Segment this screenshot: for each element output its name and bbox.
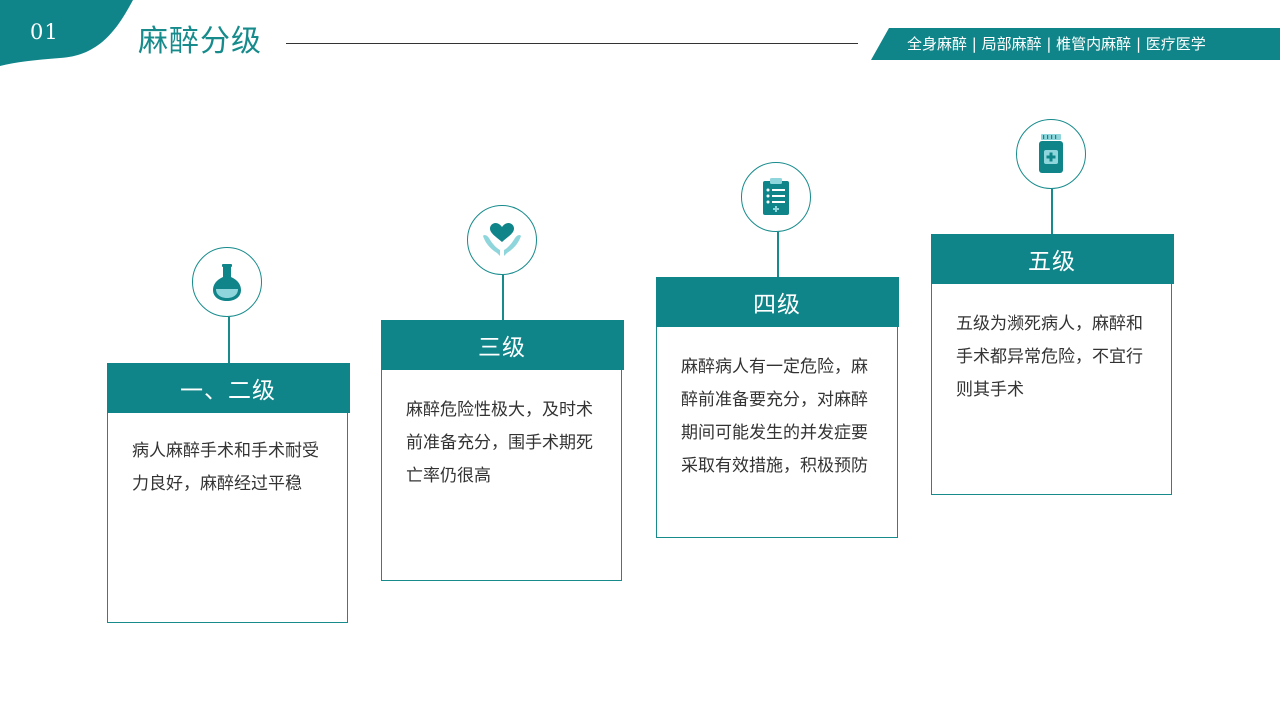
page-title: 麻醉分级 xyxy=(138,24,262,59)
connector-line xyxy=(777,232,779,277)
level-title: 四级 xyxy=(655,276,899,327)
flask-icon xyxy=(192,247,262,317)
level-box: 四级 麻醉病人有一定危险，麻醉前准备要充分，对麻醉期间可能发生的并发症要采取有效… xyxy=(655,276,899,538)
level-description: 五级为濒死病人，麻醉和手术都异常危险，不宜行则其手术 xyxy=(956,314,1143,400)
heart-hands-icon xyxy=(467,205,537,275)
header-badge: 01 xyxy=(0,0,133,66)
section-number: 01 xyxy=(30,20,59,44)
medicine-bottle-icon xyxy=(1016,119,1086,189)
header-divider xyxy=(286,43,858,44)
clipboard-icon xyxy=(741,162,811,232)
connector-line xyxy=(502,275,504,320)
level-title: 五级 xyxy=(930,233,1174,284)
level-description: 麻醉病人有一定危险，麻醉前准备要充分，对麻醉期间可能发生的并发症要采取有效措施，… xyxy=(681,357,868,476)
level-description: 麻醉危险性极大，及时术前准备充分，围手术期死亡率仍很高 xyxy=(406,400,593,486)
header-tags: 全身麻醉 | 局部麻醉 | 椎管内麻醉 | 医疗医学 xyxy=(907,35,1206,53)
header-tags-banner: 全身麻醉 | 局部麻醉 | 椎管内麻醉 | 医疗医学 xyxy=(871,28,1280,60)
level-box: 五级 五级为濒死病人，麻醉和手术都异常危险，不宜行则其手术 xyxy=(930,233,1174,495)
level-title: 三级 xyxy=(380,319,624,370)
level-title: 一、二级 xyxy=(106,362,350,413)
connector-line xyxy=(1051,189,1053,234)
connector-line xyxy=(228,317,230,363)
level-box: 一、二级 病人麻醉手术和手术耐受力良好，麻醉经过平稳 xyxy=(106,362,350,623)
level-description: 病人麻醉手术和手术耐受力良好，麻醉经过平稳 xyxy=(132,441,319,494)
level-box: 三级 麻醉危险性极大，及时术前准备充分，围手术期死亡率仍很高 xyxy=(380,319,624,581)
